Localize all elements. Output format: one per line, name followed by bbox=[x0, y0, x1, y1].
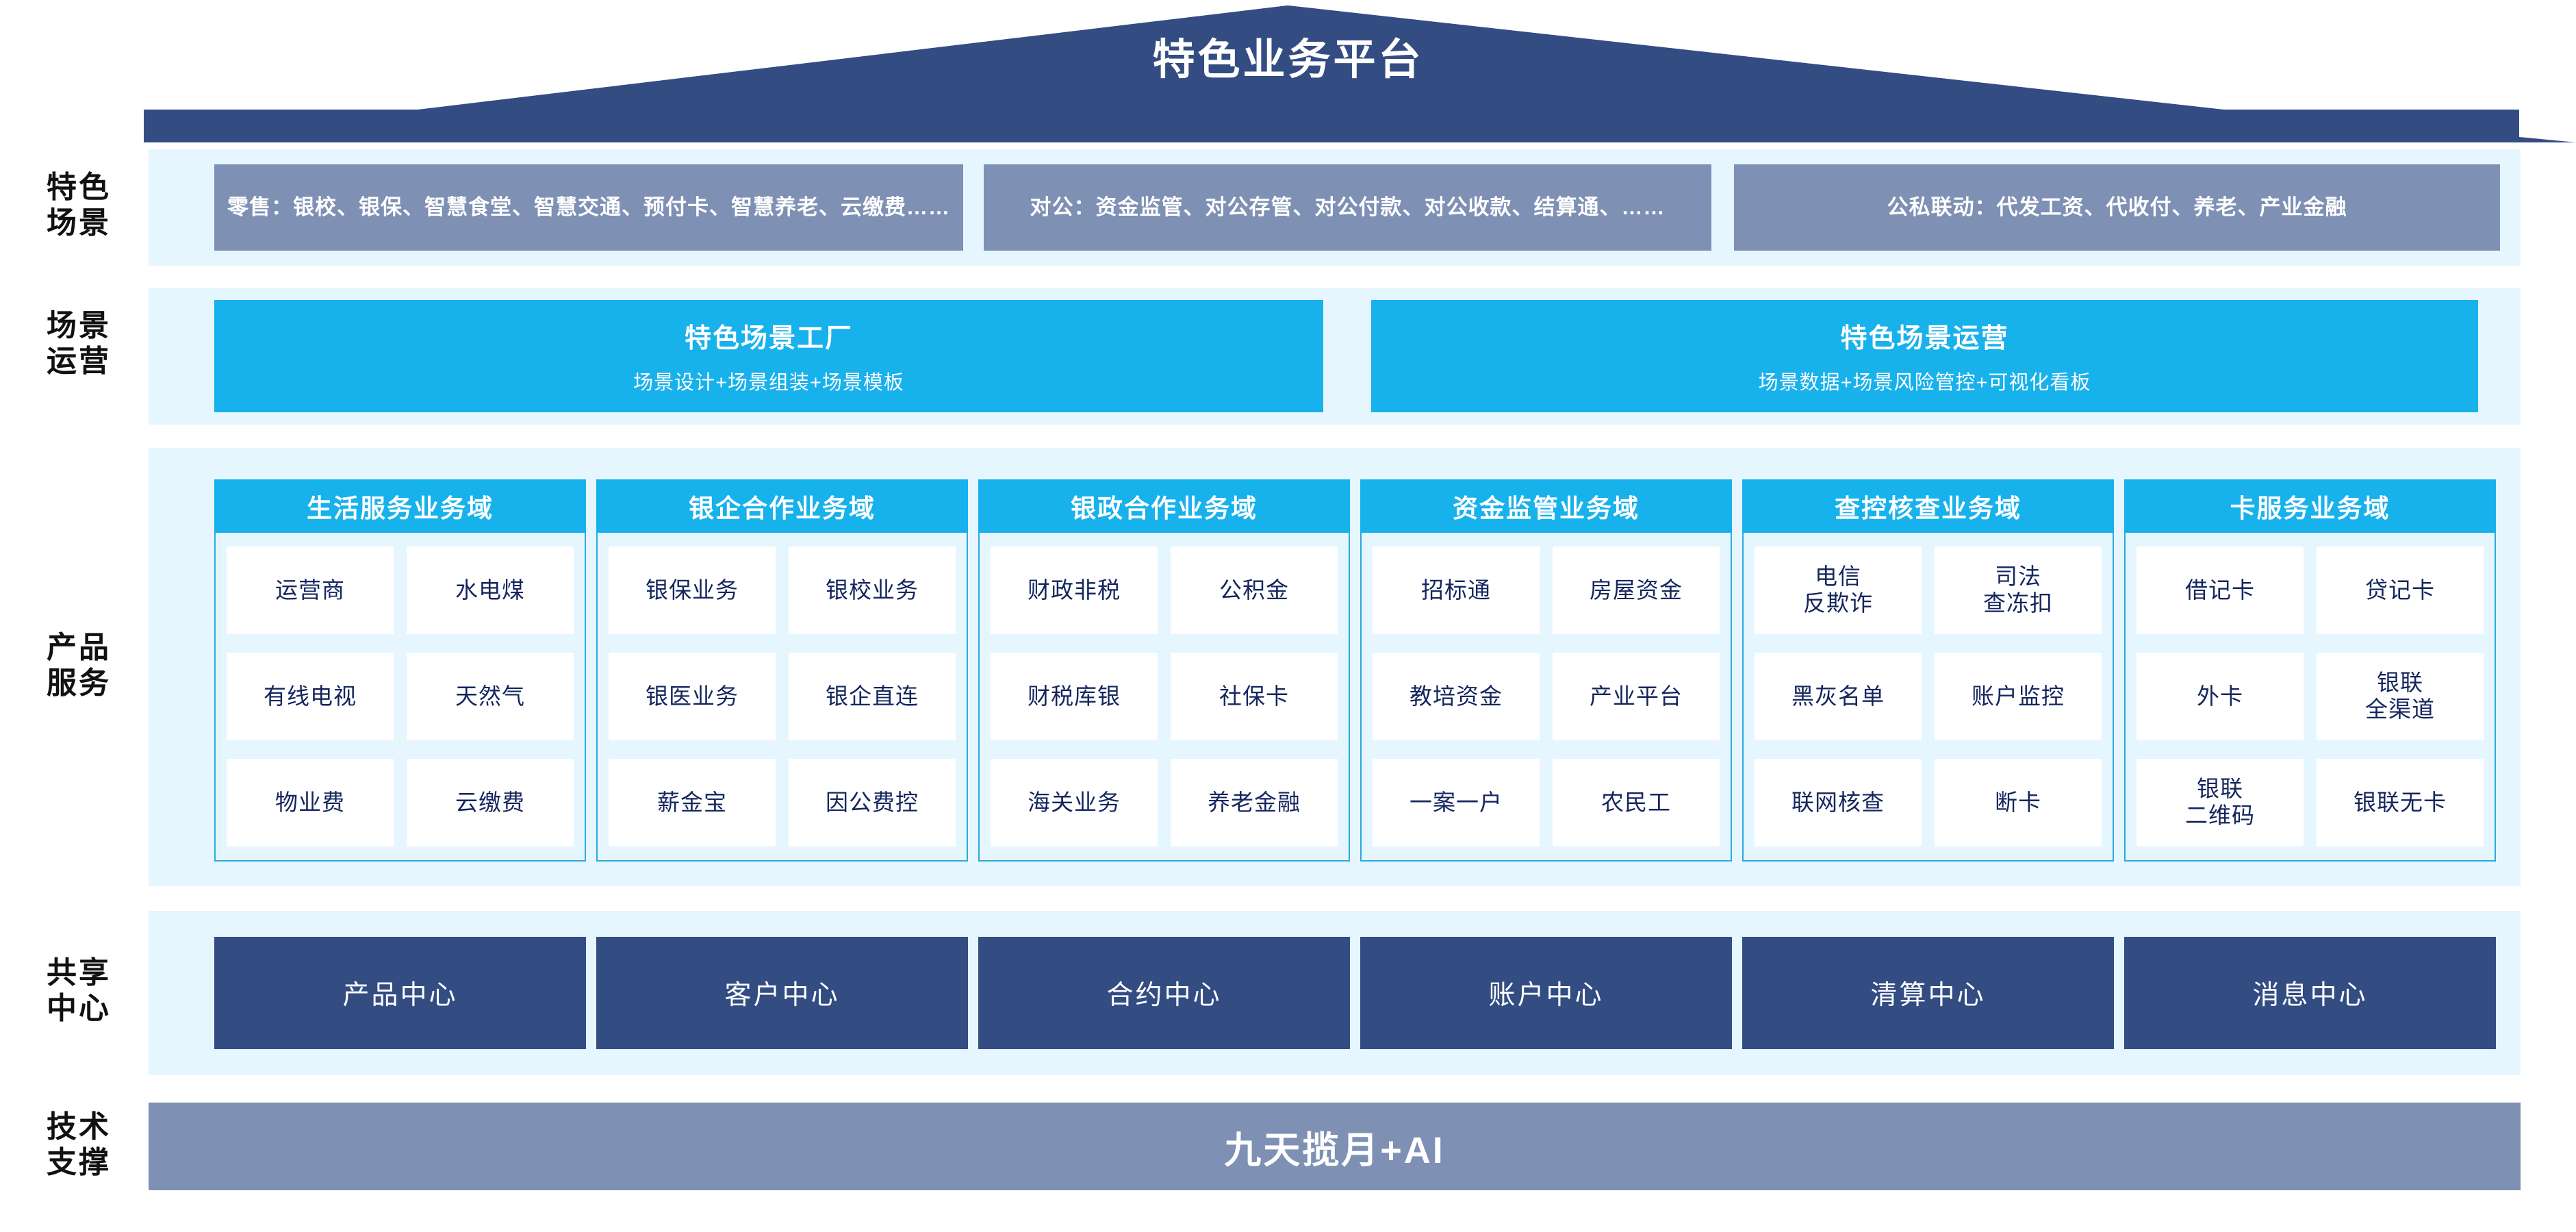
scene-box-retail[interactable]: 零售：银校、银保、智慧食堂、智慧交通、预付卡、智慧养老、云缴费…… bbox=[214, 164, 963, 251]
product-tile[interactable]: 银校业务 bbox=[789, 546, 956, 634]
shared-center-product[interactable]: 产品中心 bbox=[214, 937, 586, 1049]
page-title: 特色业务平台 bbox=[1152, 36, 1424, 84]
product-tile[interactable]: 银保业务 bbox=[609, 546, 776, 634]
product-tile[interactable]: 银联二维码 bbox=[2137, 759, 2304, 846]
product-column-body: 借记卡 贷记卡 外卡 银联全渠道 银联二维码 银联无卡 bbox=[2124, 533, 2496, 862]
scene-box-corporate[interactable]: 对公：资金监管、对公存管、对公付款、对公收款、结算通、…… bbox=[984, 164, 1711, 251]
product-tile[interactable]: 教培资金 bbox=[1373, 653, 1540, 740]
product-tile-row: 借记卡 贷记卡 bbox=[2137, 546, 2484, 634]
tech-support-bar[interactable]: 九天揽月+AI bbox=[149, 1103, 2521, 1190]
product-column-body: 财政非税 公积金 财税库银 社保卡 海关业务 养老金融 bbox=[978, 533, 1350, 862]
product-tile[interactable]: 海关业务 bbox=[991, 759, 1158, 846]
operations-title: 特色场景工厂 bbox=[684, 324, 853, 353]
product-tile[interactable]: 黑灰名单 bbox=[1755, 653, 1922, 740]
product-tile-row: 财政非税 公积金 bbox=[991, 546, 1338, 634]
product-column-title: 卡服务业务域 bbox=[2124, 479, 2496, 533]
shared-center-settlement[interactable]: 清算中心 bbox=[1742, 937, 2114, 1049]
product-tile-row: 联网核查 断卡 bbox=[1755, 759, 2102, 846]
product-column-title: 查控核查业务域 bbox=[1742, 479, 2114, 533]
product-tile[interactable]: 产业平台 bbox=[1553, 653, 1720, 740]
product-tile[interactable]: 养老金融 bbox=[1171, 759, 1338, 846]
product-tile[interactable]: 有线电视 bbox=[227, 653, 394, 740]
product-tile[interactable]: 一案一户 bbox=[1373, 759, 1540, 846]
product-tile[interactable]: 电信反欺诈 bbox=[1755, 546, 1922, 634]
product-tile[interactable]: 天然气 bbox=[407, 653, 574, 740]
product-tile[interactable]: 借记卡 bbox=[2137, 546, 2304, 634]
product-column-body: 电信反欺诈 司法查冻扣 黑灰名单 账户监控 联网核查 断卡 bbox=[1742, 533, 2114, 862]
operations-title: 特色场景运营 bbox=[1840, 324, 2009, 353]
product-tile-row: 海关业务 养老金融 bbox=[991, 759, 1338, 846]
row-label-products: 产品服务 bbox=[47, 631, 111, 700]
product-tile-row: 银保业务 银校业务 bbox=[609, 546, 956, 634]
product-tile[interactable]: 招标通 bbox=[1373, 546, 1540, 634]
product-column-bank-enterprise: 银企合作业务域 银保业务 银校业务 银医业务 银企直连 薪金宝 因公费控 bbox=[596, 479, 968, 862]
operations-box-scene-operation[interactable]: 特色场景运营 场景数据+场景风险管控+可视化看板 bbox=[1371, 300, 2478, 412]
product-tile[interactable]: 财税库银 bbox=[991, 653, 1158, 740]
product-tile[interactable]: 运营商 bbox=[227, 546, 394, 634]
shared-center-contract[interactable]: 合约中心 bbox=[978, 937, 1350, 1049]
product-tile[interactable]: 银联无卡 bbox=[2317, 759, 2484, 846]
product-tile[interactable]: 物业费 bbox=[227, 759, 394, 846]
product-tile-row: 薪金宝 因公费控 bbox=[609, 759, 956, 846]
product-tile[interactable]: 财政非税 bbox=[991, 546, 1158, 634]
product-tile-row: 银医业务 银企直连 bbox=[609, 653, 956, 740]
roof-shape bbox=[0, 5, 2576, 142]
product-tile[interactable]: 因公费控 bbox=[789, 759, 956, 846]
scene-box-public-private[interactable]: 公私联动：代发工资、代收付、养老、产业金融 bbox=[1734, 164, 2500, 251]
product-tile-row: 一案一户 农民工 bbox=[1373, 759, 1720, 846]
product-tile-row: 财税库银 社保卡 bbox=[991, 653, 1338, 740]
product-tile[interactable]: 银联全渠道 bbox=[2317, 653, 2484, 740]
operations-subtitle: 场景数据+场景风险管控+可视化看板 bbox=[1758, 372, 2091, 394]
product-column-body: 运营商 水电煤 有线电视 天然气 物业费 云缴费 bbox=[214, 533, 586, 862]
shared-center-account[interactable]: 账户中心 bbox=[1360, 937, 1732, 1049]
operations-box-scene-factory[interactable]: 特色场景工厂 场景设计+场景组装+场景模板 bbox=[214, 300, 1323, 412]
product-tile-row: 电信反欺诈 司法查冻扣 bbox=[1755, 546, 2102, 634]
product-tile[interactable]: 公积金 bbox=[1171, 546, 1338, 634]
product-tile-row: 运营商 水电煤 bbox=[227, 546, 574, 634]
product-column-investigation-control: 查控核查业务域 电信反欺诈 司法查冻扣 黑灰名单 账户监控 联网核查 断卡 bbox=[1742, 479, 2114, 862]
product-column-life-service: 生活服务业务域 运营商 水电煤 有线电视 天然气 物业费 云缴费 bbox=[214, 479, 586, 862]
product-column-title: 银企合作业务域 bbox=[596, 479, 968, 533]
row-label-tech: 技术支撑 bbox=[47, 1110, 111, 1179]
product-tile[interactable]: 云缴费 bbox=[407, 759, 574, 846]
product-column-bank-government: 银政合作业务域 财政非税 公积金 财税库银 社保卡 海关业务 养老金融 bbox=[978, 479, 1350, 862]
shared-center-customer[interactable]: 客户中心 bbox=[596, 937, 968, 1049]
product-tile[interactable]: 断卡 bbox=[1935, 759, 2102, 846]
product-tile[interactable]: 外卡 bbox=[2137, 653, 2304, 740]
product-column-body: 银保业务 银校业务 银医业务 银企直连 薪金宝 因公费控 bbox=[596, 533, 968, 862]
product-column-body: 招标通 房屋资金 教培资金 产业平台 一案一户 农民工 bbox=[1360, 533, 1732, 862]
product-column-fund-supervision: 资金监管业务域 招标通 房屋资金 教培资金 产业平台 一案一户 农民工 bbox=[1360, 479, 1732, 862]
product-tile-row: 黑灰名单 账户监控 bbox=[1755, 653, 2102, 740]
product-tile[interactable]: 房屋资金 bbox=[1553, 546, 1720, 634]
row-label-scenes: 特色场景 bbox=[47, 171, 111, 240]
product-tile[interactable]: 联网核查 bbox=[1755, 759, 1922, 846]
product-tile[interactable]: 贷记卡 bbox=[2317, 546, 2484, 634]
row-label-shared: 共享中心 bbox=[47, 956, 111, 1025]
product-tile[interactable]: 银医业务 bbox=[609, 653, 776, 740]
operations-subtitle: 场景设计+场景组装+场景模板 bbox=[633, 372, 904, 394]
product-tile[interactable]: 水电煤 bbox=[407, 546, 574, 634]
product-tile[interactable]: 银企直连 bbox=[789, 653, 956, 740]
product-tile[interactable]: 账户监控 bbox=[1935, 653, 2102, 740]
shared-center-message[interactable]: 消息中心 bbox=[2124, 937, 2496, 1049]
product-tile-row: 教培资金 产业平台 bbox=[1373, 653, 1720, 740]
product-column-title: 生活服务业务域 bbox=[214, 479, 586, 533]
product-column-title: 资金监管业务域 bbox=[1360, 479, 1732, 533]
product-tile[interactable]: 农民工 bbox=[1553, 759, 1720, 846]
product-tile-row: 银联二维码 银联无卡 bbox=[2137, 759, 2484, 846]
product-tile[interactable]: 薪金宝 bbox=[609, 759, 776, 846]
product-tile-row: 外卡 银联全渠道 bbox=[2137, 653, 2484, 740]
platform-roof: 特色业务平台 bbox=[0, 0, 2576, 142]
product-tile[interactable]: 司法查冻扣 bbox=[1935, 546, 2102, 634]
product-tile-row: 招标通 房屋资金 bbox=[1373, 546, 1720, 634]
product-column-title: 银政合作业务域 bbox=[978, 479, 1350, 533]
product-column-card-service: 卡服务业务域 借记卡 贷记卡 外卡 银联全渠道 银联二维码 银联无卡 bbox=[2124, 479, 2496, 862]
product-tile-row: 物业费 云缴费 bbox=[227, 759, 574, 846]
product-tile-row: 有线电视 天然气 bbox=[227, 653, 574, 740]
row-label-operations: 场景运营 bbox=[47, 309, 111, 378]
product-tile[interactable]: 社保卡 bbox=[1171, 653, 1338, 740]
